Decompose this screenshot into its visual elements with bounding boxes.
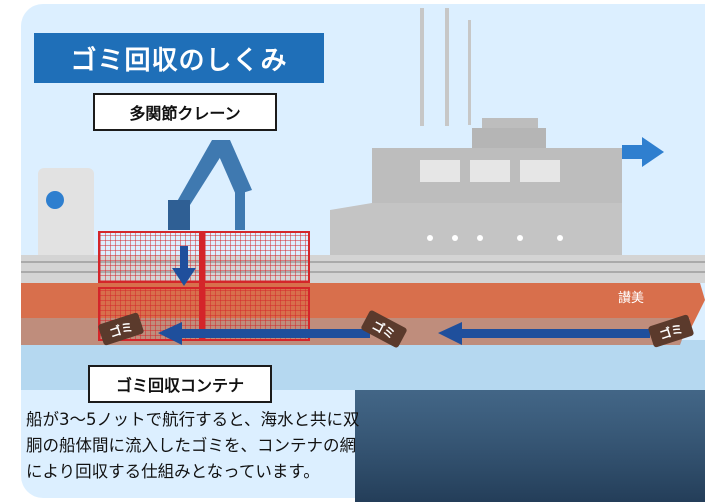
crane-base (168, 200, 190, 230)
container-divider (199, 232, 205, 340)
radar (482, 118, 538, 130)
porthole-4 (517, 235, 523, 241)
porthole-1 (427, 235, 433, 241)
mast-1 (420, 8, 424, 126)
bridge-front (330, 203, 372, 258)
description-line-2: 胴の船体間に流入したゴミを、コンテナの網 (26, 436, 356, 455)
sea-photo-overlay (355, 375, 705, 502)
mast-3 (468, 20, 471, 125)
container-label: ゴミ回収コンテナ (88, 365, 272, 403)
down-arrow-head (172, 268, 196, 286)
bridge-top (472, 128, 546, 148)
description: 船が3〜5ノットで航行すると、海水と共に双 胴の船体間に流入したゴミを、コンテナ… (26, 407, 446, 485)
flow-arrow-right-shaft (460, 329, 650, 338)
porthole-2 (452, 235, 458, 241)
company-logo (46, 191, 64, 209)
direction-arrow-head (642, 137, 664, 167)
flow-arrow-right-head (438, 322, 462, 345)
bridge-window-2 (470, 160, 510, 182)
lower-deckhouse (372, 203, 622, 258)
page-title: ゴミ回収のしくみ (70, 45, 288, 76)
porthole-5 (557, 235, 563, 241)
ship-name: 讃美 (618, 291, 645, 306)
crane-label: 多関節クレーン (93, 93, 277, 131)
bridge-window-3 (520, 160, 560, 182)
crane-arm-1 (175, 140, 228, 205)
porthole-3 (477, 235, 483, 241)
description-line-3: により回収する仕組みとなっています。 (26, 462, 320, 481)
down-arrow-shaft (180, 246, 188, 270)
description-line-1: 船が3〜5ノットで航行すると、海水と共に双 (26, 410, 360, 429)
crane-arm-2 (212, 140, 252, 195)
bridge-window-1 (420, 160, 460, 182)
crane-arm-3 (235, 190, 245, 230)
flow-arrow-left-head (158, 322, 182, 345)
title-banner: ゴミ回収のしくみ (34, 33, 324, 83)
mast-2 (445, 8, 449, 126)
direction-arrow-shaft (622, 145, 644, 159)
flow-arrow-left-shaft (180, 329, 370, 338)
funnel (38, 168, 94, 260)
